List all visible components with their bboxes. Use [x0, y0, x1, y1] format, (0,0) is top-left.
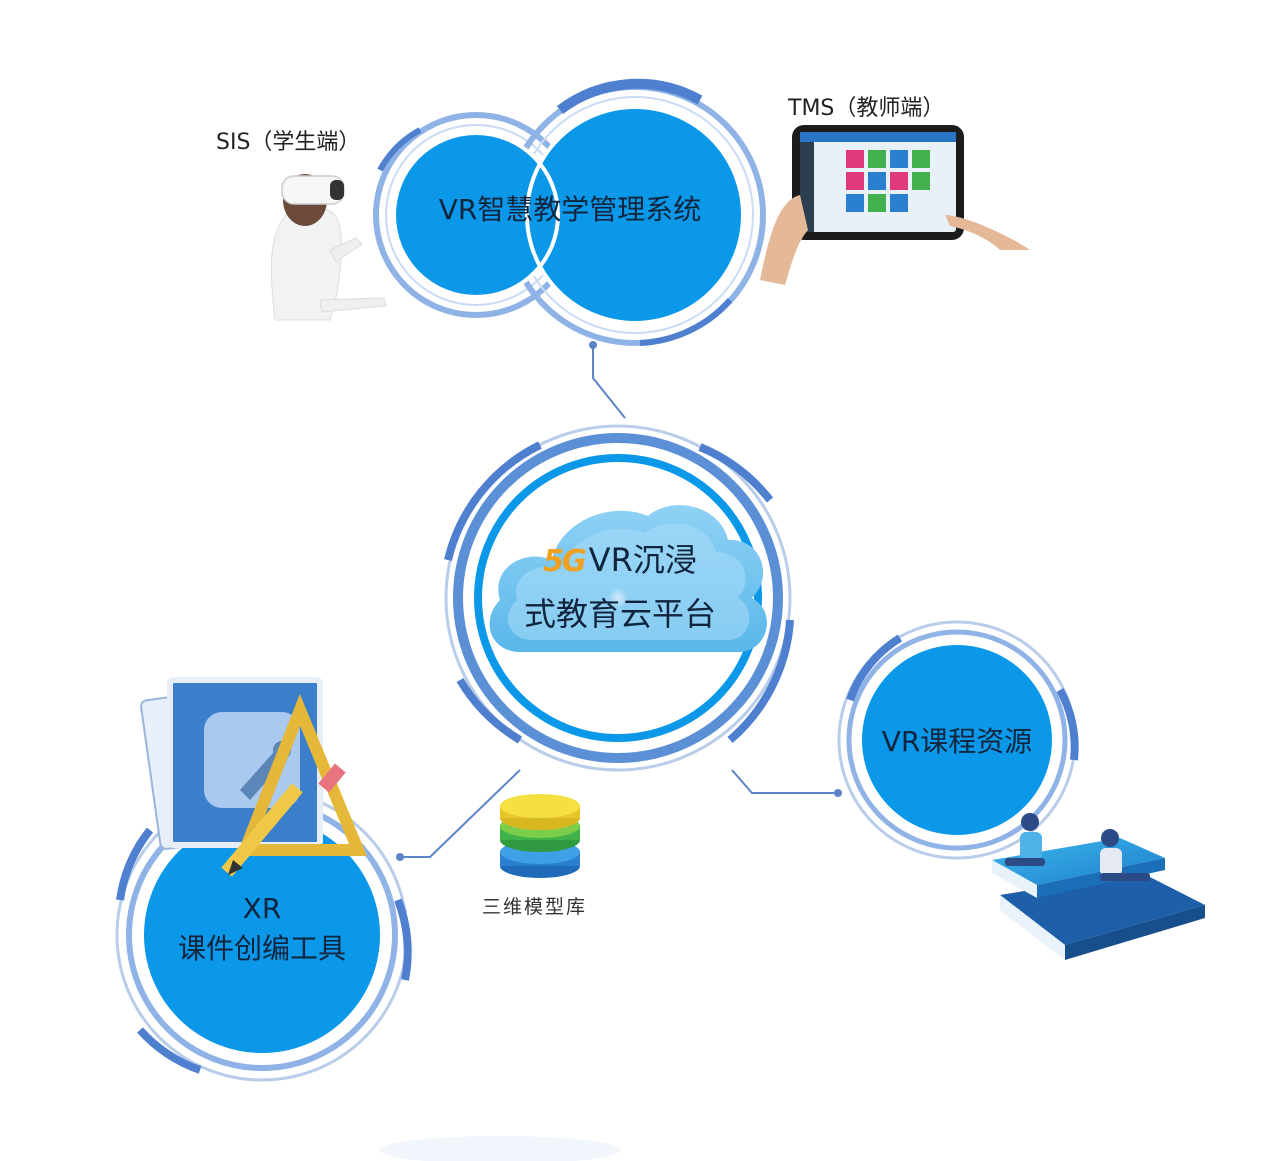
- teacher-tablet-illustration: [760, 125, 1030, 285]
- tms-label: TMS（教师端）: [788, 96, 945, 121]
- center-node-line1: VR沉浸: [588, 541, 697, 579]
- connector-right: [731, 769, 842, 797]
- left-node-line1: XR: [242, 892, 282, 925]
- xr-tool-icon: [140, 677, 367, 877]
- books-illustration: [992, 813, 1205, 960]
- cloud-shape: [489, 505, 767, 652]
- sis-label: SIS（学生端）: [216, 130, 361, 155]
- 5g-badge: 5G: [543, 544, 586, 579]
- center-node-line2: 式教育云平台: [523, 595, 716, 633]
- model-library-label: 三维模型库: [482, 896, 588, 918]
- floor-shadow: [380, 1136, 620, 1161]
- connector-top: [589, 341, 626, 419]
- right-node-title: VR课程资源: [881, 725, 1033, 758]
- model-library-icon: [500, 794, 580, 878]
- vr-student-illustration: [270, 174, 387, 321]
- center-node-label: 5G VR沉浸 式教育云平台: [490, 535, 750, 635]
- right-node: [837, 620, 1079, 860]
- left-node-label: XR 课件创编工具: [142, 892, 382, 967]
- connector-left: [396, 769, 521, 861]
- top-node-title: VR智慧教学管理系统: [438, 193, 702, 226]
- left-node-line2: 课件创编工具: [177, 932, 346, 965]
- top-node-fill: [392, 105, 745, 325]
